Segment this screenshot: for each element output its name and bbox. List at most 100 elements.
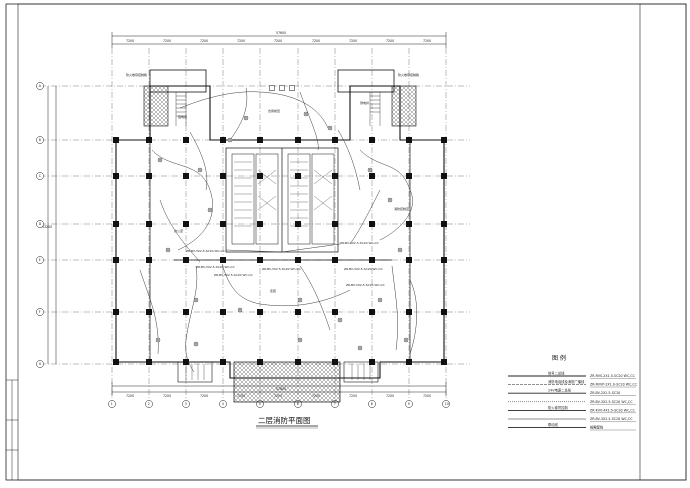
axis-label-bottom: 10 [445, 402, 449, 406]
structural-columns [113, 137, 447, 365]
drawing-title: 二层消防平面图 [258, 415, 311, 425]
axis-label-left: A [39, 84, 42, 88]
column [113, 257, 119, 263]
column [369, 137, 375, 143]
column [220, 173, 226, 179]
column [295, 359, 301, 365]
bay-dim-top: 7200 [237, 39, 245, 43]
axis-label-bottom: 5 [259, 402, 261, 406]
bay-dim-top: 7200 [386, 39, 394, 43]
stair-block-right [337, 69, 417, 127]
bay-dim-bottom: 7200 [126, 394, 134, 398]
column [220, 359, 226, 365]
column [183, 221, 189, 227]
column [441, 257, 447, 263]
axis-bubble [219, 400, 227, 408]
legend-item-spec: ZR-RVS-2X1.5-SC20 WC,CC [590, 374, 636, 378]
column [146, 173, 152, 179]
stair-block-bottom-left [177, 361, 213, 383]
smoke-detector-dot [159, 159, 161, 161]
module-box [279, 85, 285, 91]
column [183, 137, 189, 143]
legend-item-name: 24V电源二总线 [548, 388, 572, 393]
bay-dim-top: 7200 [126, 39, 134, 43]
column [113, 309, 119, 315]
smoke-detector-dot [389, 199, 391, 201]
bay-dim-bottom: 7200 [200, 394, 208, 398]
legend-item-spec: ZR-RVVP-2X1.0-SC20 WC,CC [590, 383, 638, 387]
label-duct-left: 强电井 [178, 114, 187, 119]
column [295, 221, 301, 227]
fire-alarm-wiring [139, 87, 417, 373]
axis-bubble [108, 400, 116, 408]
overall-dim-top: 57600 [276, 31, 286, 35]
bay-dim-bottom: 7200 [163, 394, 171, 398]
stair-block-bottom-right [343, 361, 379, 383]
column [146, 359, 152, 365]
label-elevator-lobby: 合用前室 [268, 108, 280, 113]
column [183, 309, 189, 315]
column [406, 309, 412, 315]
smoke-detector-dot [209, 209, 211, 211]
axis-label-bottom: 2 [148, 402, 150, 406]
axis-label-left: G [39, 362, 42, 366]
column [113, 173, 119, 179]
smoke-detector-dot [157, 339, 159, 341]
bay-dim-bottom: 7200 [423, 394, 431, 398]
binding-strip [6, 379, 18, 480]
bay-dim-top: 7200 [423, 39, 431, 43]
label-duct-right: 弱电井 [360, 100, 369, 105]
column [369, 221, 375, 227]
smoke-detector-dot [405, 339, 407, 341]
smoke-detector-dot [305, 113, 307, 115]
column [369, 309, 375, 315]
column [220, 221, 226, 227]
column [257, 173, 263, 179]
legend-item-name: 消防电话线及消防广播线 [548, 379, 585, 384]
column [113, 221, 119, 227]
smoke-detector-dot [399, 249, 401, 251]
label-fire-room: 消防控制室 [394, 206, 409, 211]
axis-label-bottom: 8 [371, 402, 373, 406]
axis-bubble [36, 82, 44, 90]
axis-label-bottom: 1 [111, 402, 113, 406]
smoke-detector-dot [195, 299, 197, 301]
column [183, 257, 189, 263]
legend-item-name: 防火卷帘控制 [548, 405, 568, 410]
bay-dim-top: 7200 [200, 39, 208, 43]
smoke-detector-dot [329, 127, 331, 129]
legend-item-spec: ZR-BV-3X2.5-SC20 WC,CC [590, 417, 633, 421]
column [441, 359, 447, 365]
label-office: 办公室 [174, 228, 183, 233]
column [406, 137, 412, 143]
bay-dim-top: 7200 [274, 39, 282, 43]
axis-label-bottom: 6 [297, 402, 299, 406]
bay-dim-top: 7200 [163, 39, 171, 43]
column [406, 257, 412, 263]
column [257, 221, 263, 227]
wire-label: ZR-BV-3X2.5-SC20 WC,CC [344, 267, 383, 271]
column [183, 173, 189, 179]
legend-item-name: 信号二总线 [548, 371, 565, 376]
column [441, 221, 447, 227]
axis-label-bottom: 9 [408, 402, 410, 406]
column [146, 137, 152, 143]
label-stair-left: 防火卷帘控制箱 [126, 72, 147, 77]
column [295, 173, 301, 179]
column [332, 257, 338, 263]
legend-item-spec: 按需配线 [590, 425, 604, 430]
axis-label-bottom: 4 [222, 402, 224, 406]
overall-dim-left: 43200 [42, 225, 52, 229]
elevator-core [231, 153, 335, 245]
bay-dim-bottom: 7200 [386, 394, 394, 398]
axis-label-bottom: 7 [334, 402, 336, 406]
wire-label: ZR-BV-3X2.5-SC20 WC,CC [340, 241, 379, 245]
column [146, 309, 152, 315]
smoke-detector-dot [339, 319, 341, 321]
bay-dim-bottom: 7200 [349, 394, 357, 398]
column [441, 309, 447, 315]
column [257, 137, 263, 143]
axis-bubble [182, 400, 190, 408]
wire-label: ZR-BV-3X2.5-SC20 WC,CC [262, 267, 301, 271]
smoke-detector-dot [195, 343, 197, 345]
